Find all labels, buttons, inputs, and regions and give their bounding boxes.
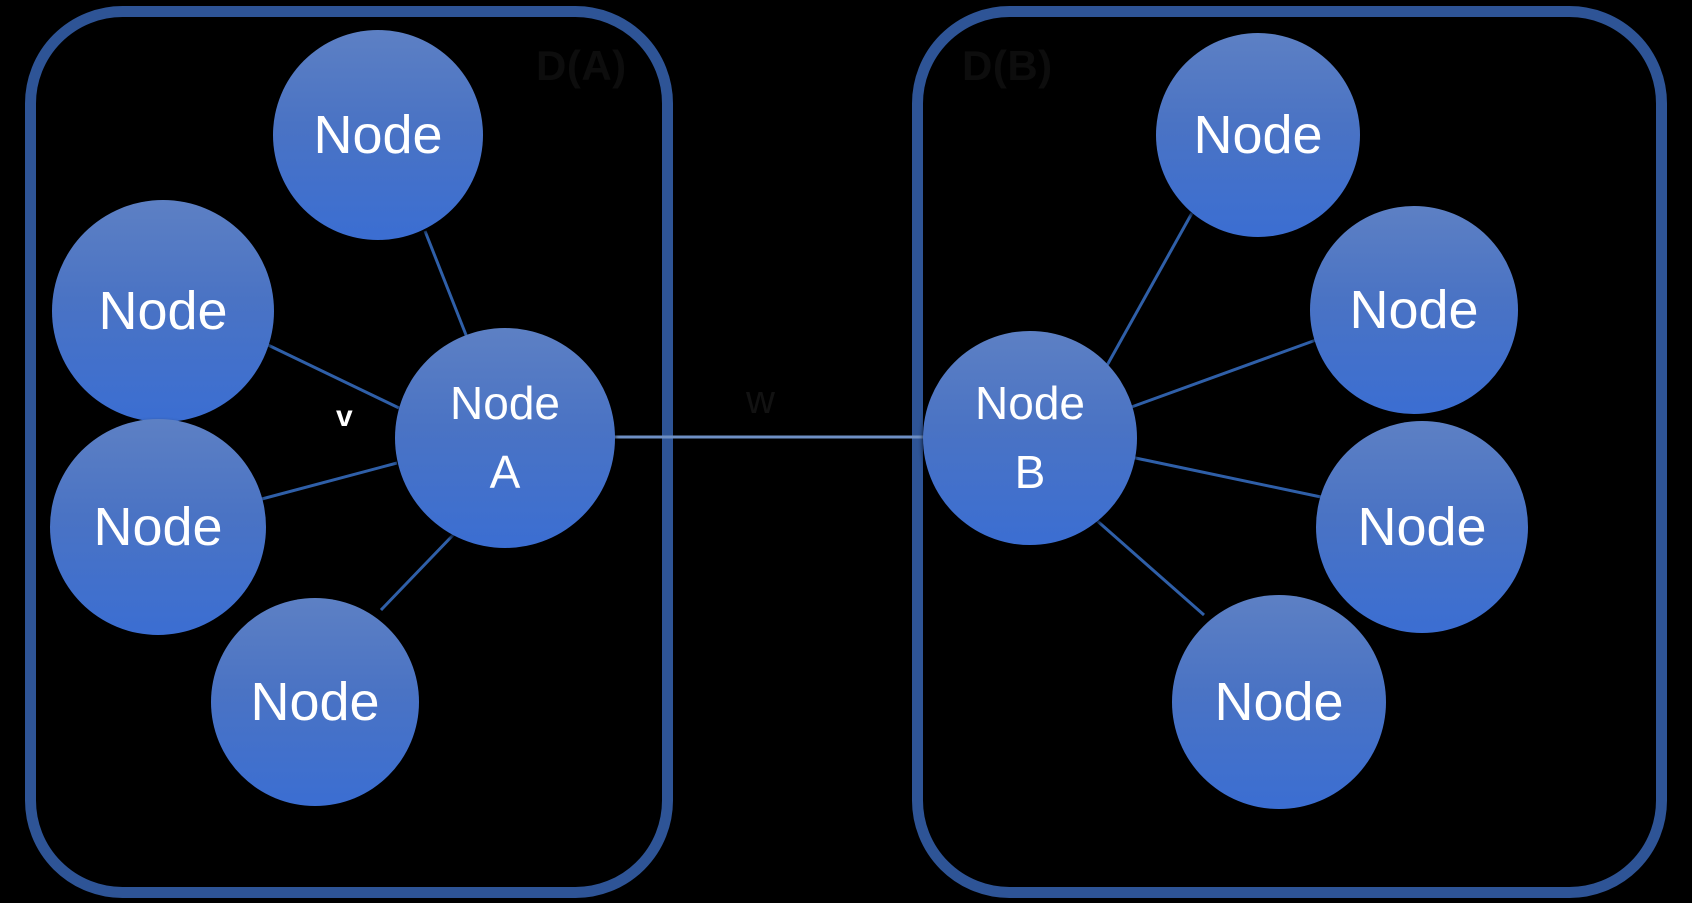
- graph-node-b-right2[interactable]: Node: [1316, 421, 1528, 633]
- node-label: Node: [975, 377, 1085, 429]
- graph-edge-e-a-top: [423, 230, 470, 341]
- node-label: Node: [1214, 671, 1344, 732]
- edge-label-label-v: v: [336, 400, 353, 433]
- graph-node-b-top[interactable]: Node: [1156, 33, 1360, 237]
- node-sublabel: B: [1014, 446, 1046, 498]
- node-label: Node: [1193, 104, 1323, 165]
- node-label: Node: [1357, 496, 1487, 557]
- node-label: Node: [250, 671, 380, 732]
- graph-edge-e-b-top: [1098, 212, 1194, 379]
- graph-node-a-left1[interactable]: Node: [52, 200, 274, 422]
- graph-edge-e-a-left2: [257, 461, 398, 502]
- node-label: Node: [93, 496, 223, 557]
- graph-edge-e-a-left1: [267, 343, 400, 410]
- graph-edge-e-b-right1: [1125, 338, 1317, 411]
- graph-node-a-bottom[interactable]: Node: [211, 598, 419, 806]
- graph-edge-e-b-right2: [1125, 454, 1322, 499]
- graph-edge-e-a-bottom: [379, 531, 457, 612]
- node-label: Node: [98, 280, 228, 341]
- group-label-group-a: D(A): [536, 42, 627, 89]
- graph-node-a-left2[interactable]: Node: [50, 419, 266, 635]
- graph-node-a-top[interactable]: Node: [273, 30, 483, 240]
- graph-edge-e-b-bottom: [1093, 516, 1205, 617]
- group-container-group-a: [25, 6, 673, 898]
- graph-node-b-right1[interactable]: Node: [1310, 206, 1518, 414]
- node-sublabel: A: [489, 446, 521, 498]
- group-container-group-b: [912, 6, 1667, 898]
- node-label: Node: [313, 104, 443, 165]
- graph-node-b-bottom[interactable]: Node: [1172, 595, 1386, 809]
- node-label: Node: [450, 377, 560, 429]
- group-label-group-b: D(B): [962, 42, 1053, 89]
- node-label: Node: [1349, 279, 1479, 340]
- edge-label-label-w: w: [746, 378, 775, 422]
